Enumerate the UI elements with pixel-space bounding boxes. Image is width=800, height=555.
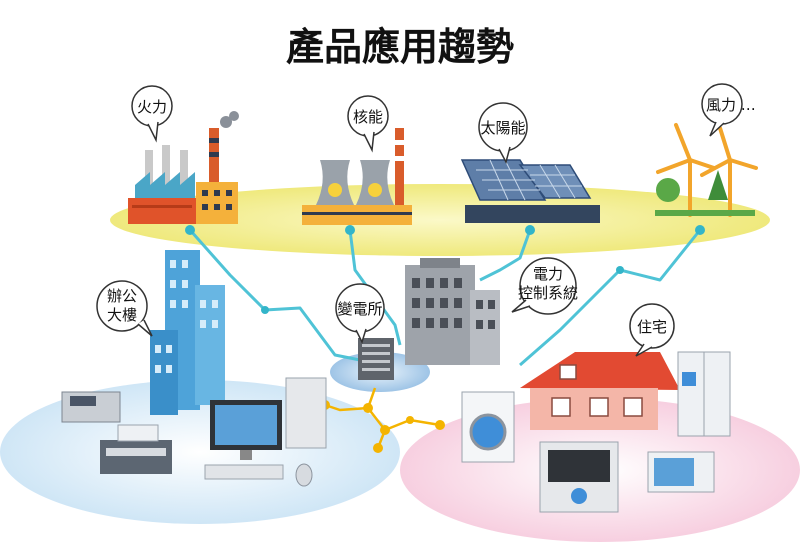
label-solar: 太陽能 bbox=[478, 102, 528, 165]
wind-farm-icon bbox=[655, 123, 758, 217]
label-control-line1: 電力 bbox=[533, 265, 563, 283]
label-office: 辦公 大樓 bbox=[96, 280, 153, 337]
node-solar bbox=[525, 225, 535, 235]
label-substation: 變電所 bbox=[335, 283, 385, 345]
label-residence: 住宅 bbox=[629, 303, 675, 357]
label-thermal: 火力 bbox=[131, 85, 173, 143]
office-tower-icon bbox=[150, 250, 225, 415]
office-equipment-icon bbox=[61, 377, 327, 487]
node-wind-2 bbox=[616, 266, 624, 274]
label-control: 電力 控制系統 bbox=[511, 257, 578, 315]
solar-farm-icon bbox=[460, 159, 600, 223]
transmission-lines bbox=[188, 229, 702, 367]
home-appliances-icon bbox=[461, 351, 731, 513]
label-office-line1: 辦公 bbox=[107, 287, 137, 305]
substation-icon bbox=[358, 338, 394, 380]
node-nuclear bbox=[345, 225, 355, 235]
label-nuclear-text: 核能 bbox=[353, 108, 383, 126]
page-title: 產品應用趨勢 bbox=[286, 25, 514, 69]
node-thermal-2 bbox=[261, 306, 269, 314]
house-icon bbox=[520, 352, 680, 430]
label-residence-text: 住宅 bbox=[637, 318, 667, 336]
label-solar-text: 太陽能 bbox=[480, 119, 525, 137]
label-thermal-text: 火力 bbox=[137, 98, 167, 116]
power-generation-band bbox=[110, 184, 770, 256]
control-center-building-icon bbox=[405, 258, 500, 365]
line-nodes bbox=[185, 225, 705, 314]
line-wind bbox=[519, 229, 702, 367]
label-substation-text: 變電所 bbox=[337, 300, 382, 318]
line-solar bbox=[479, 229, 532, 282]
label-office-line2: 大樓 bbox=[107, 306, 137, 324]
label-wind-text: 風力 … bbox=[706, 96, 756, 114]
thermal-plant-icon bbox=[128, 111, 239, 224]
label-nuclear: 核能 bbox=[347, 95, 389, 153]
label-control-line2: 控制系統 bbox=[518, 284, 578, 302]
line-thermal bbox=[188, 229, 361, 362]
node-thermal bbox=[185, 225, 195, 235]
nuclear-plant-icon bbox=[302, 128, 412, 225]
node-wind bbox=[695, 225, 705, 235]
label-wind: 風力 … bbox=[701, 83, 756, 137]
